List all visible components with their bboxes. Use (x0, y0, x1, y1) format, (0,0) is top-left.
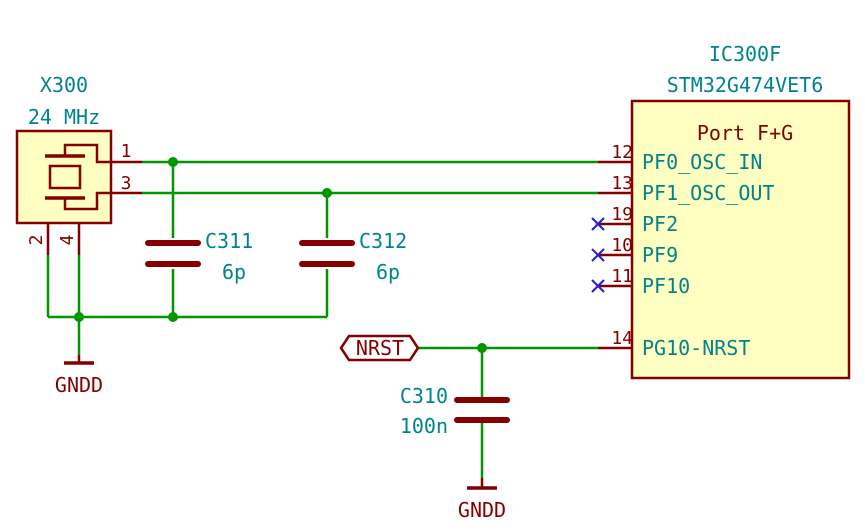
c310-value: 100n (400, 414, 448, 438)
nrst-text: NRST (356, 336, 404, 360)
crystal-pin4-num: 4 (57, 235, 78, 246)
ic-pin12-name: PF0_OSC_IN (642, 150, 762, 174)
ic-pin19-name: PF2 (642, 212, 678, 236)
junction-dot (322, 188, 332, 198)
ground-left: GNDD (55, 355, 103, 397)
c311-value: 6p (222, 260, 246, 284)
ic-pin14-name: PG10-NRST (642, 336, 750, 360)
crystal-element (48, 164, 82, 190)
ic-body (630, 99, 851, 380)
junction-dot (168, 312, 178, 322)
ic-pin12-num: 12 (611, 142, 633, 163)
crystal-value: 24 MHz (28, 105, 100, 129)
ic-pin13-name: PF1_OSC_OUT (642, 181, 774, 205)
ic-ref: IC300F (709, 42, 781, 66)
crystal-lead-top (63, 143, 111, 164)
ic-unit-name: Port F+G (697, 121, 793, 145)
no-connect-pf10 (591, 279, 605, 293)
capacitor-c310: C310 100n (400, 384, 510, 438)
crystal-pin3-num: 3 (121, 173, 132, 194)
ground-left-label: GNDD (55, 373, 103, 397)
ic-pin19-num: 19 (611, 204, 633, 225)
net-label-nrst: NRST (339, 334, 420, 362)
junction-dot (477, 343, 487, 353)
ic-pin14-num: 14 (611, 328, 633, 349)
wires (46, 160, 598, 478)
ic-pin13-num: 13 (611, 173, 633, 194)
capacitor-c312: C312 6p (299, 229, 407, 284)
junction-dot (74, 312, 84, 322)
c312-ref: C312 (359, 229, 407, 253)
c311-ref: C311 (205, 229, 253, 253)
ground-bottom-label: GNDD (458, 498, 506, 522)
no-connect-pf9 (591, 248, 605, 262)
junctions (74, 157, 487, 353)
capacitor-c311: C311 6p (145, 229, 253, 284)
junction-dot (168, 157, 178, 167)
ic-pin10-name: PF9 (642, 243, 678, 267)
crystal-x300: X300 24 MHz 1 3 2 4 (15, 73, 142, 255)
c312-value: 6p (376, 260, 400, 284)
crystal-pin1-num: 1 (121, 141, 132, 162)
ic-part: STM32G474VET6 (667, 73, 824, 97)
crystal-lead-bottom (63, 191, 111, 211)
ic-pin11-num: 11 (611, 266, 633, 287)
ground-bottom: GNDD (458, 478, 506, 522)
crystal-ref: X300 (40, 73, 88, 97)
no-connect-pf2 (591, 217, 605, 231)
ic-pin11-name: PF10 (642, 274, 690, 298)
ic-ic300f: IC300F STM32G474VET6 Port F+G 12 13 19 1… (591, 42, 851, 380)
c310-ref: C310 (400, 384, 448, 408)
crystal-pin2-num: 2 (26, 235, 47, 246)
nrst-flag (339, 334, 420, 362)
ic-pin10-num: 10 (611, 235, 633, 256)
